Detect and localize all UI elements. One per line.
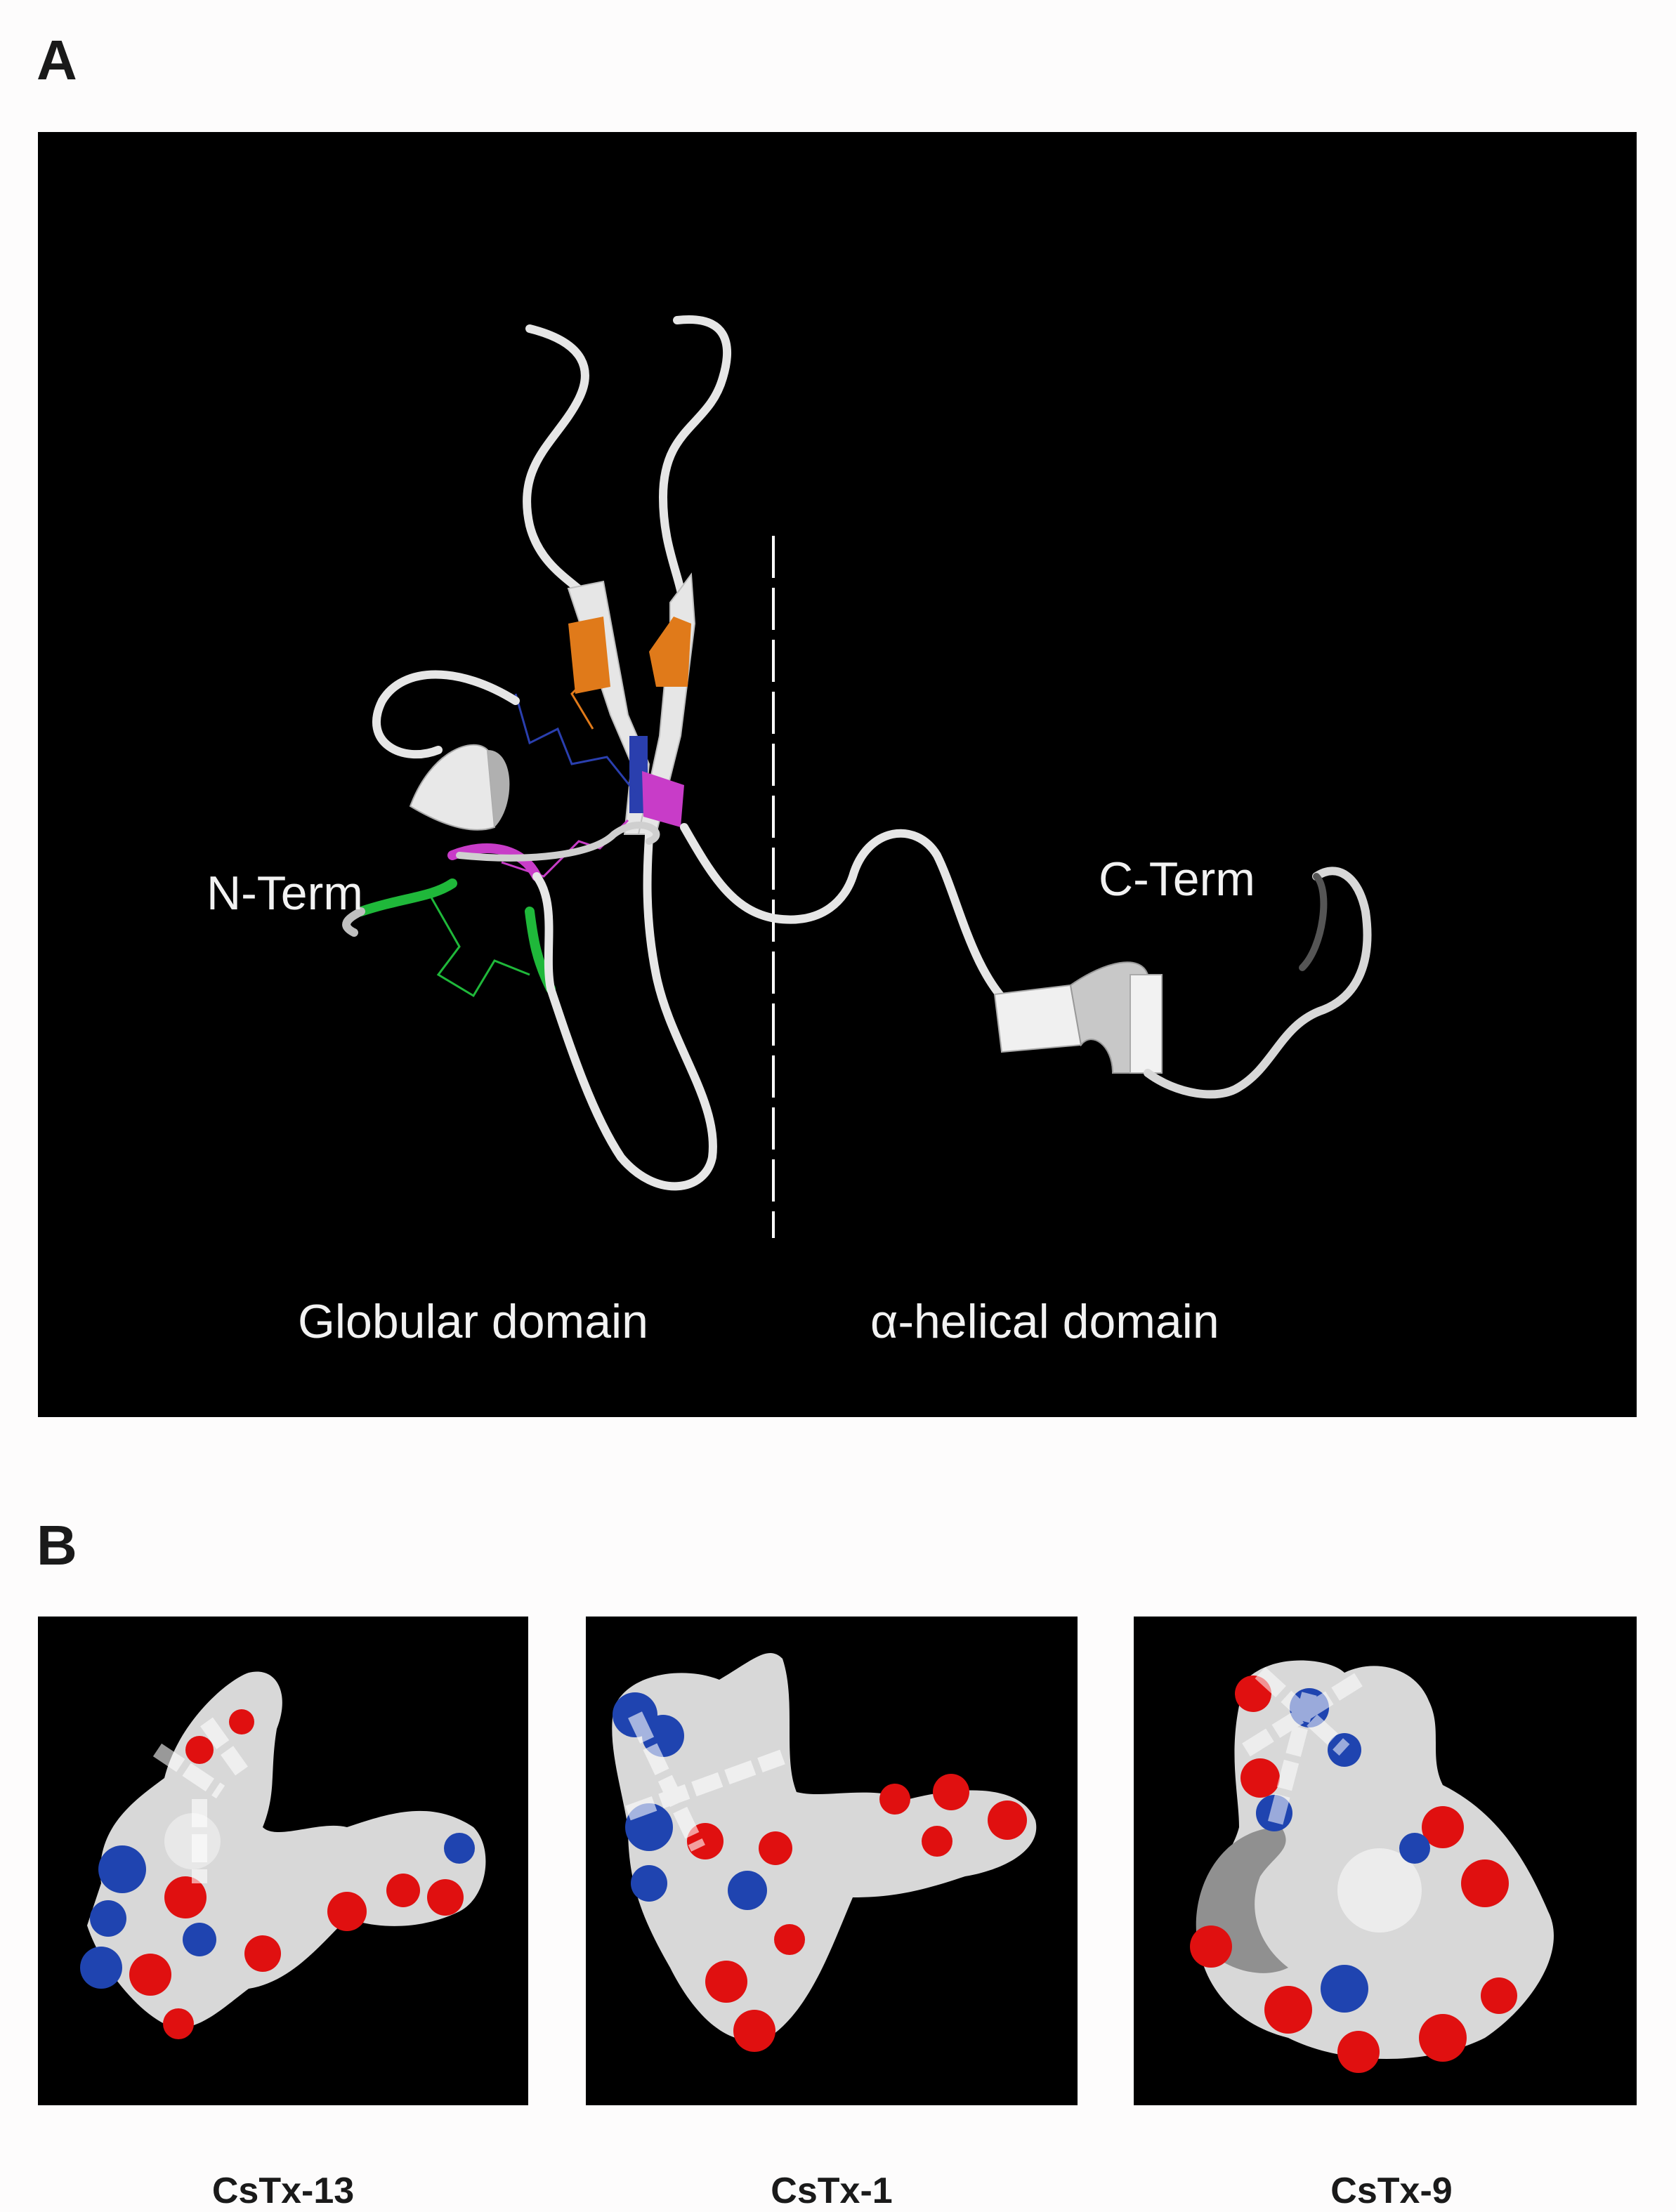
surface-body bbox=[612, 1652, 1037, 2041]
panel-a-letter: A bbox=[37, 29, 77, 91]
surface-cstx-1 bbox=[586, 1617, 1078, 2105]
red-patch bbox=[759, 1831, 792, 1865]
linker-ribbon bbox=[680, 823, 1019, 1014]
red-patch bbox=[1264, 1986, 1312, 2034]
red-patch bbox=[922, 1826, 952, 1857]
n-helix-ribbon bbox=[409, 744, 496, 831]
green-side-chain bbox=[430, 897, 530, 998]
magenta-residue-segment bbox=[642, 771, 684, 827]
blue-patch bbox=[90, 1900, 126, 1937]
caption-cstx-9: CsTx-9 bbox=[1330, 2171, 1453, 2211]
red-patch bbox=[185, 1736, 214, 1764]
blue-patch bbox=[1321, 1965, 1368, 2013]
red-patch bbox=[988, 1800, 1027, 1840]
red-patch bbox=[229, 1709, 254, 1734]
red-patch bbox=[933, 1774, 969, 1810]
ribbon-loop-top-right bbox=[658, 315, 731, 621]
magenta-loop-segment bbox=[447, 843, 542, 881]
red-patch bbox=[427, 1879, 464, 1916]
blue-patch bbox=[80, 1947, 122, 1989]
blue-patch bbox=[631, 1865, 667, 1902]
caption-cstx-13: CsTx-13 bbox=[211, 2171, 355, 2211]
n-helix-shadow bbox=[487, 750, 510, 827]
red-patch bbox=[1190, 1925, 1232, 1968]
red-patch bbox=[1240, 1758, 1280, 1798]
red-patch bbox=[879, 1784, 910, 1815]
helical-domain-label: α-helical domain bbox=[870, 1295, 1219, 1348]
blue-patch bbox=[444, 1833, 475, 1864]
surface-cstx-1-illustration bbox=[612, 1652, 1037, 2052]
red-patch bbox=[774, 1924, 805, 1955]
ribbon-loop-bottom bbox=[532, 830, 717, 1191]
red-patch bbox=[1422, 1806, 1464, 1848]
orange-side-chain bbox=[570, 623, 601, 730]
blue-patch bbox=[1399, 1833, 1430, 1864]
red-patch bbox=[164, 1876, 207, 1918]
red-patch bbox=[327, 1892, 367, 1931]
red-patch bbox=[733, 2010, 775, 2052]
n-term-label: N-Term bbox=[207, 867, 363, 920]
ribbon-structure-illustration bbox=[342, 315, 1372, 1238]
blue-patch bbox=[98, 1845, 146, 1893]
red-patch bbox=[1461, 1859, 1509, 1907]
blue-patch bbox=[183, 1923, 216, 1956]
c-terminus-end bbox=[1299, 873, 1328, 971]
red-patch bbox=[244, 1935, 281, 1972]
blue-patch bbox=[728, 1871, 767, 1910]
surface-cstx-13 bbox=[38, 1617, 528, 2105]
c-helix-front bbox=[993, 984, 1082, 1053]
red-patch bbox=[163, 2008, 194, 2039]
surface-cstx-9-illustration bbox=[1190, 1660, 1554, 2073]
surface-bump bbox=[1337, 1848, 1422, 1933]
orange-strand-segment-right bbox=[649, 617, 691, 687]
red-patch bbox=[1337, 2031, 1380, 2073]
magenta-side-chain bbox=[501, 819, 629, 878]
red-patch bbox=[705, 1961, 747, 2003]
green-loop-segment-left bbox=[356, 878, 457, 916]
red-patch bbox=[129, 1954, 171, 1996]
red-patch bbox=[1419, 2014, 1467, 2062]
ribbon-loop-middle bbox=[456, 822, 660, 862]
panel-b-letter: B bbox=[37, 1514, 77, 1576]
c-terminus-tail bbox=[1144, 867, 1372, 1099]
disulfide-highlight bbox=[625, 1711, 785, 1852]
caption-cstx-1: CsTx-1 bbox=[771, 2171, 893, 2211]
disulfide-highlight bbox=[152, 1717, 248, 1883]
red-patch bbox=[1481, 1977, 1517, 2014]
surface-cstx-13-illustration bbox=[80, 1671, 486, 2039]
blue-side-chain bbox=[514, 693, 636, 793]
c-term-label: C-Term bbox=[1099, 852, 1255, 906]
red-patch bbox=[386, 1874, 420, 1907]
globular-domain-label: Globular domain bbox=[298, 1295, 648, 1348]
ribbon-loop-left bbox=[372, 670, 520, 759]
protein-ribbon-panel: N-Term C-Term Globular domain α-helical … bbox=[38, 132, 1637, 1417]
ribbon-loop-top-left bbox=[523, 324, 608, 628]
surface-cstx-9 bbox=[1134, 1617, 1637, 2105]
c-helix-end bbox=[1130, 974, 1163, 1074]
n-terminus-tail bbox=[342, 907, 365, 937]
disulfide-highlight bbox=[1242, 1666, 1363, 1829]
